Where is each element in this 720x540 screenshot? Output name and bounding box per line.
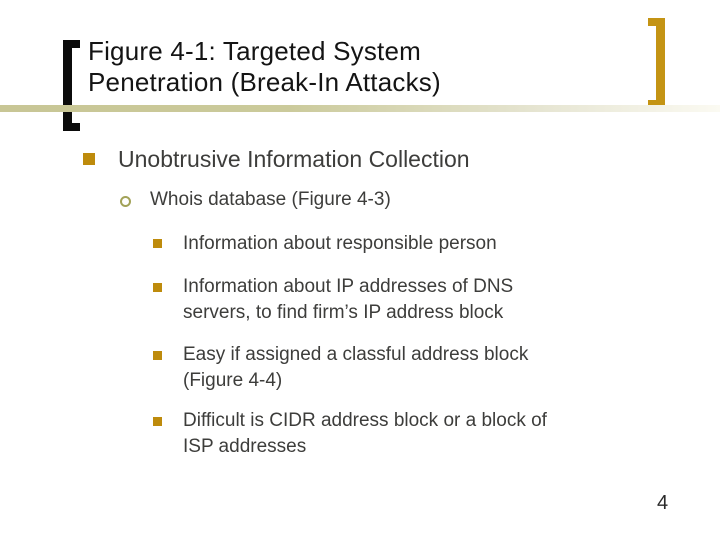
page-number: 4 [657,492,669,514]
bullet-level1-text: Unobtrusive Information Collection [118,146,470,172]
square-bullet-icon [153,283,162,292]
slide-title-line-1: Figure 4-1: Targeted System [88,36,421,66]
square-bullet-icon [153,239,162,248]
slide-title-line-2: Penetration (Break-In Attacks) [88,67,441,97]
left-bracket-decoration-icon [63,40,80,131]
slide-title: Figure 4-1: Targeted System Penetration … [88,36,441,98]
bullet-level3-item-1: Information about responsible person [183,231,497,257]
bullet-level3-item-2: Information about IP addresses of DNS se… [183,274,513,326]
bullet-line: Easy if assigned a classful address bloc… [183,344,529,365]
title-underline-rule [0,105,720,112]
bullet-line: (Figure 4-4) [183,370,283,391]
bullet-level3-item-4: Difficult is CIDR address block or a blo… [183,408,547,460]
right-bracket-decoration-icon [648,18,665,108]
circle-bullet-icon [120,196,131,207]
bullet-level3-item-3: Easy if assigned a classful address bloc… [183,342,528,394]
square-bullet-icon [83,153,95,165]
bullet-line: ISP addresses [183,436,307,457]
square-bullet-icon [153,351,162,360]
bullet-line: Information about IP addresses of DNS [183,276,514,297]
bullet-line: Difficult is CIDR address block or a blo… [183,410,547,431]
square-bullet-icon [153,417,162,426]
bullet-line: servers, to find firm’s IP address block [183,302,504,323]
bullet-level2-text: Whois database (Figure 4-3) [150,189,391,210]
bullet-line: Information about responsible person [183,233,497,254]
